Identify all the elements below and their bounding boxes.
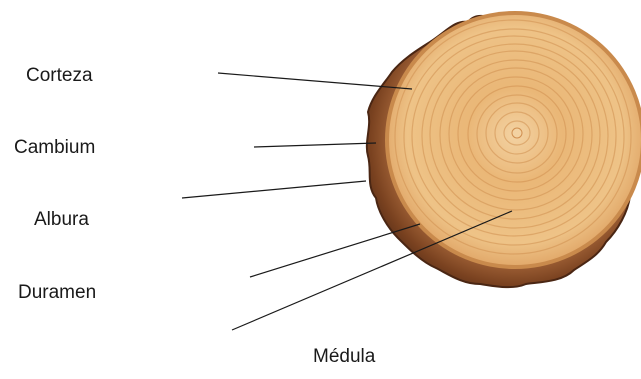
label-medula: Médula bbox=[313, 347, 375, 366]
pith-center bbox=[512, 128, 522, 138]
leader-line-corteza bbox=[218, 73, 412, 89]
leader-line-cambium bbox=[254, 143, 376, 147]
label-corteza: Corteza bbox=[26, 66, 93, 85]
label-albura: Albura bbox=[34, 210, 89, 229]
label-cambium: Cambium bbox=[14, 138, 95, 157]
label-duramen: Duramen bbox=[18, 283, 96, 302]
leader-line-albura bbox=[182, 181, 366, 198]
leader-line-duramen bbox=[250, 224, 420, 277]
